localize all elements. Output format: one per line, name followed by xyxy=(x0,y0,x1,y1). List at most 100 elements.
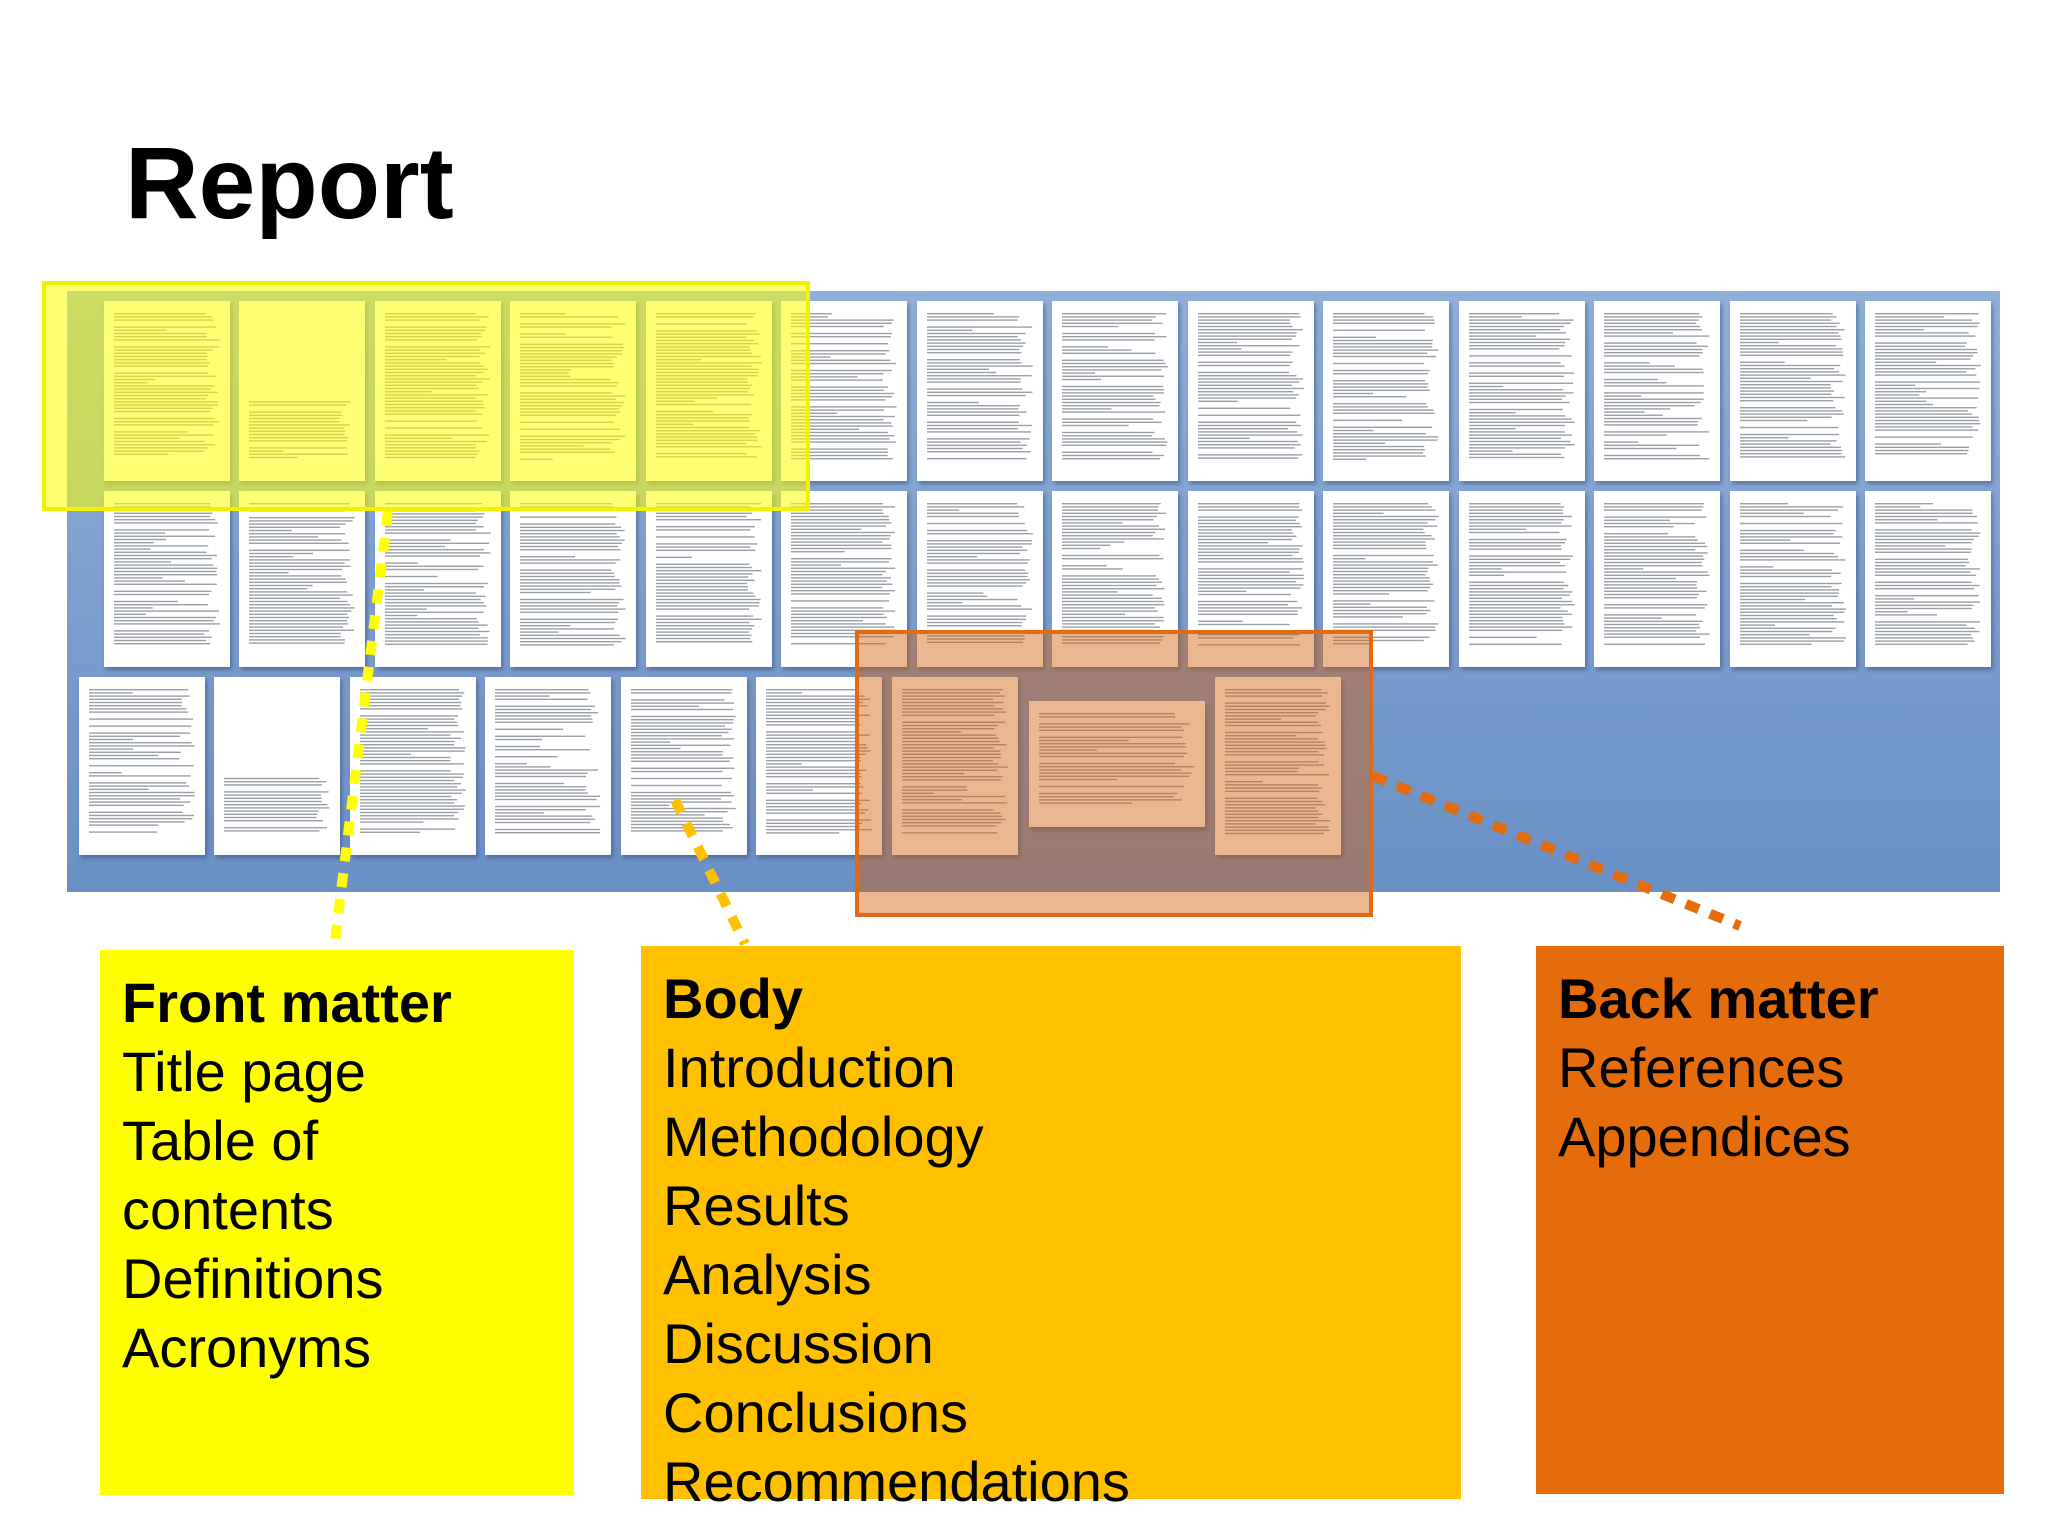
page-text-line xyxy=(1225,751,1319,753)
page-text-line xyxy=(89,818,193,820)
page-text-line xyxy=(1740,630,1833,633)
page-text-line xyxy=(791,613,884,615)
page-text-line xyxy=(1740,509,1838,511)
page-text-line xyxy=(89,775,191,777)
page-text-line xyxy=(1604,549,1696,551)
page-text-line xyxy=(1469,610,1568,612)
page-text-line xyxy=(1875,512,1973,514)
page-text-line xyxy=(1740,443,1831,445)
page-text-line xyxy=(631,731,729,734)
page-text-line xyxy=(1198,447,1295,449)
page-text-line xyxy=(656,512,753,514)
page-text-line xyxy=(1333,564,1438,566)
page-text-lines xyxy=(791,503,897,645)
page-text-line xyxy=(766,747,868,749)
page-text-line xyxy=(1740,506,1844,508)
page-text-line xyxy=(385,595,486,597)
page-text-line xyxy=(791,458,893,460)
page-text-line xyxy=(360,828,456,830)
page-text-line xyxy=(1469,382,1574,384)
page-text-line xyxy=(1875,515,1978,518)
page-text-line xyxy=(1875,571,1971,573)
page-text-line xyxy=(1469,408,1563,411)
page-text-line xyxy=(89,804,184,806)
page-text-line xyxy=(1740,515,1831,518)
page-text-line xyxy=(1333,590,1428,592)
page-text-line xyxy=(249,572,289,574)
page-text-line xyxy=(1039,729,1184,731)
page-text-line xyxy=(1333,373,1429,375)
page-text-lines xyxy=(927,503,1033,643)
page-text-line xyxy=(1469,531,1560,534)
page-text-line xyxy=(927,329,973,331)
page-text-line xyxy=(791,379,883,381)
page-text-line xyxy=(1062,636,1164,638)
page-text-line xyxy=(360,731,465,733)
page-text-line xyxy=(1198,397,1297,399)
page-text-line xyxy=(520,625,571,627)
page-text-line xyxy=(1333,452,1424,454)
page-text-line xyxy=(1225,744,1326,746)
page-text-line xyxy=(1875,322,1980,324)
report-page-thumbnail xyxy=(917,491,1043,667)
page-text-line xyxy=(1469,362,1561,364)
report-page-thumbnail xyxy=(1052,491,1178,667)
page-text-line xyxy=(766,802,862,805)
page-text-line xyxy=(1062,454,1165,457)
page-text-line xyxy=(1875,400,1927,402)
page-text-line xyxy=(1333,531,1425,534)
page-text-line xyxy=(791,406,897,408)
page-text-line xyxy=(385,624,488,626)
page-text-line xyxy=(520,569,612,571)
page-text-line xyxy=(114,535,216,537)
page-text-line xyxy=(1333,355,1437,358)
page-text-line xyxy=(1875,413,1972,415)
page-text-lines xyxy=(495,689,601,834)
page-text-line xyxy=(1333,541,1426,543)
page-text-lines xyxy=(1062,503,1166,644)
page-text-line xyxy=(766,799,871,801)
page-text-line xyxy=(89,711,189,713)
page-text-line xyxy=(1062,431,1155,434)
page-text-line xyxy=(1604,348,1703,351)
page-text-line xyxy=(224,794,322,796)
page-text-line xyxy=(1469,515,1572,518)
page-text-line xyxy=(249,581,347,583)
page-text-line xyxy=(520,644,614,646)
page-text-line xyxy=(1740,503,1788,505)
page-text-lines xyxy=(1875,503,1981,645)
page-text-line xyxy=(1062,408,1112,410)
page-text-line xyxy=(1469,421,1575,423)
page-text-line xyxy=(1333,380,1426,382)
page-text-line xyxy=(1604,342,1697,344)
page-text-line xyxy=(1225,826,1329,828)
page-text-line xyxy=(766,819,872,821)
page-text-line xyxy=(1604,630,1697,632)
page-text-line xyxy=(1604,593,1699,596)
page-text-line xyxy=(360,692,465,694)
page-text-line xyxy=(791,528,862,530)
page-text-line xyxy=(1062,322,1163,324)
page-text-line xyxy=(1740,407,1836,409)
page-text-line xyxy=(1062,336,1167,338)
page-text-line xyxy=(1469,574,1505,576)
page-text-line xyxy=(766,825,861,828)
page-text-line xyxy=(656,595,756,597)
page-text-line xyxy=(1604,414,1663,416)
page-text-line xyxy=(1198,522,1300,525)
page-text-line xyxy=(89,718,193,720)
page-text-line xyxy=(766,829,872,831)
page-text-lines xyxy=(1469,503,1575,645)
page-text-line xyxy=(1740,374,1846,376)
report-page-thumbnail xyxy=(1215,677,1341,855)
page-text-line xyxy=(1740,614,1834,617)
page-text-line xyxy=(385,621,479,623)
page-text-line xyxy=(1469,319,1574,321)
page-text-line xyxy=(1740,624,1775,626)
page-text-line xyxy=(89,791,195,794)
page-text-line xyxy=(1604,568,1644,570)
page-text-line xyxy=(656,608,750,610)
page-text-line xyxy=(224,797,322,799)
page-text-line xyxy=(1469,375,1565,377)
page-text-lines xyxy=(766,689,872,834)
